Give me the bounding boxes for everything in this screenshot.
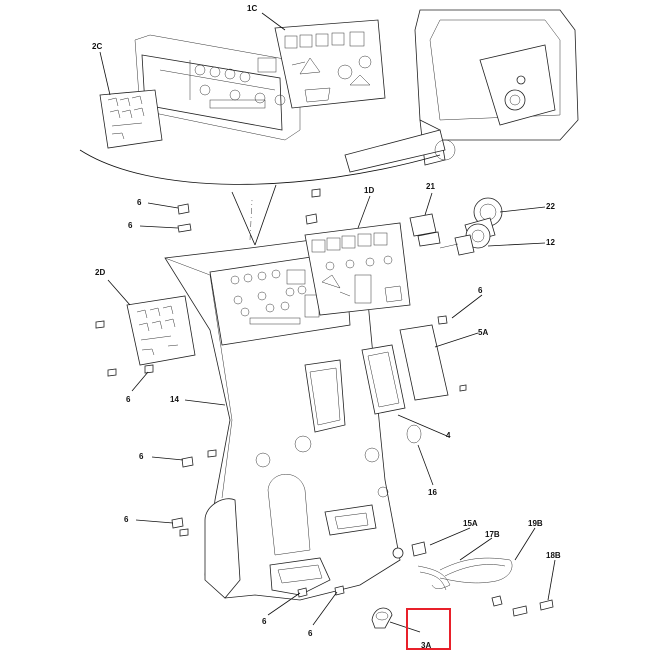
decal-2d [126,295,196,366]
screws [95,188,467,598]
label-6-d: 6 [126,395,131,404]
label-3a: 3A [421,641,431,650]
hose-17b [417,565,451,591]
cover-5a [399,324,449,401]
label-17b: 17B [485,530,500,539]
panel-buttons-top [194,57,286,109]
knob-3a [371,607,393,629]
label-12: 12 [546,238,555,247]
label-6-e: 6 [139,452,144,461]
label-4: 4 [446,431,451,440]
bolt-18b [491,595,554,617]
label-6-h: 6 [308,629,313,638]
switch-21 [409,213,441,247]
socket-12 [439,223,491,256]
label-16: 16 [428,488,437,497]
leader-lines [99,12,556,633]
label-2c: 2C [92,42,102,51]
label-6-b: 6 [128,221,133,230]
label-21: 21 [426,182,435,191]
label-6-f: 6 [124,515,129,524]
label-1c: 1C [247,4,257,13]
seat [344,9,579,173]
label-18b: 18B [546,551,561,560]
grommet-16 [406,424,422,444]
label-15a: 15A [463,519,478,528]
label-6-a: 6 [137,198,142,207]
gasket-4 [361,344,406,415]
highlight-box-3a [406,608,451,650]
plug-15a [392,541,427,559]
label-14: 14 [170,395,179,404]
callout-labels: 1C 2C 1D 21 22 12 6 6 2D 6 5A 6 14 4 6 1… [92,4,561,650]
label-6-g: 6 [262,617,267,626]
console-controls [230,269,320,325]
decal-2c [99,89,163,149]
decal-1c [274,19,386,109]
hose-19b [439,557,513,584]
detail-view-top [79,9,579,246]
label-19b: 19B [528,519,543,528]
label-5a: 5A [478,328,488,337]
label-6-c: 6 [478,286,483,295]
label-22: 22 [546,202,555,211]
label-1d: 1D [364,186,374,195]
decal-1d [304,222,411,316]
label-2d: 2D [95,268,105,277]
